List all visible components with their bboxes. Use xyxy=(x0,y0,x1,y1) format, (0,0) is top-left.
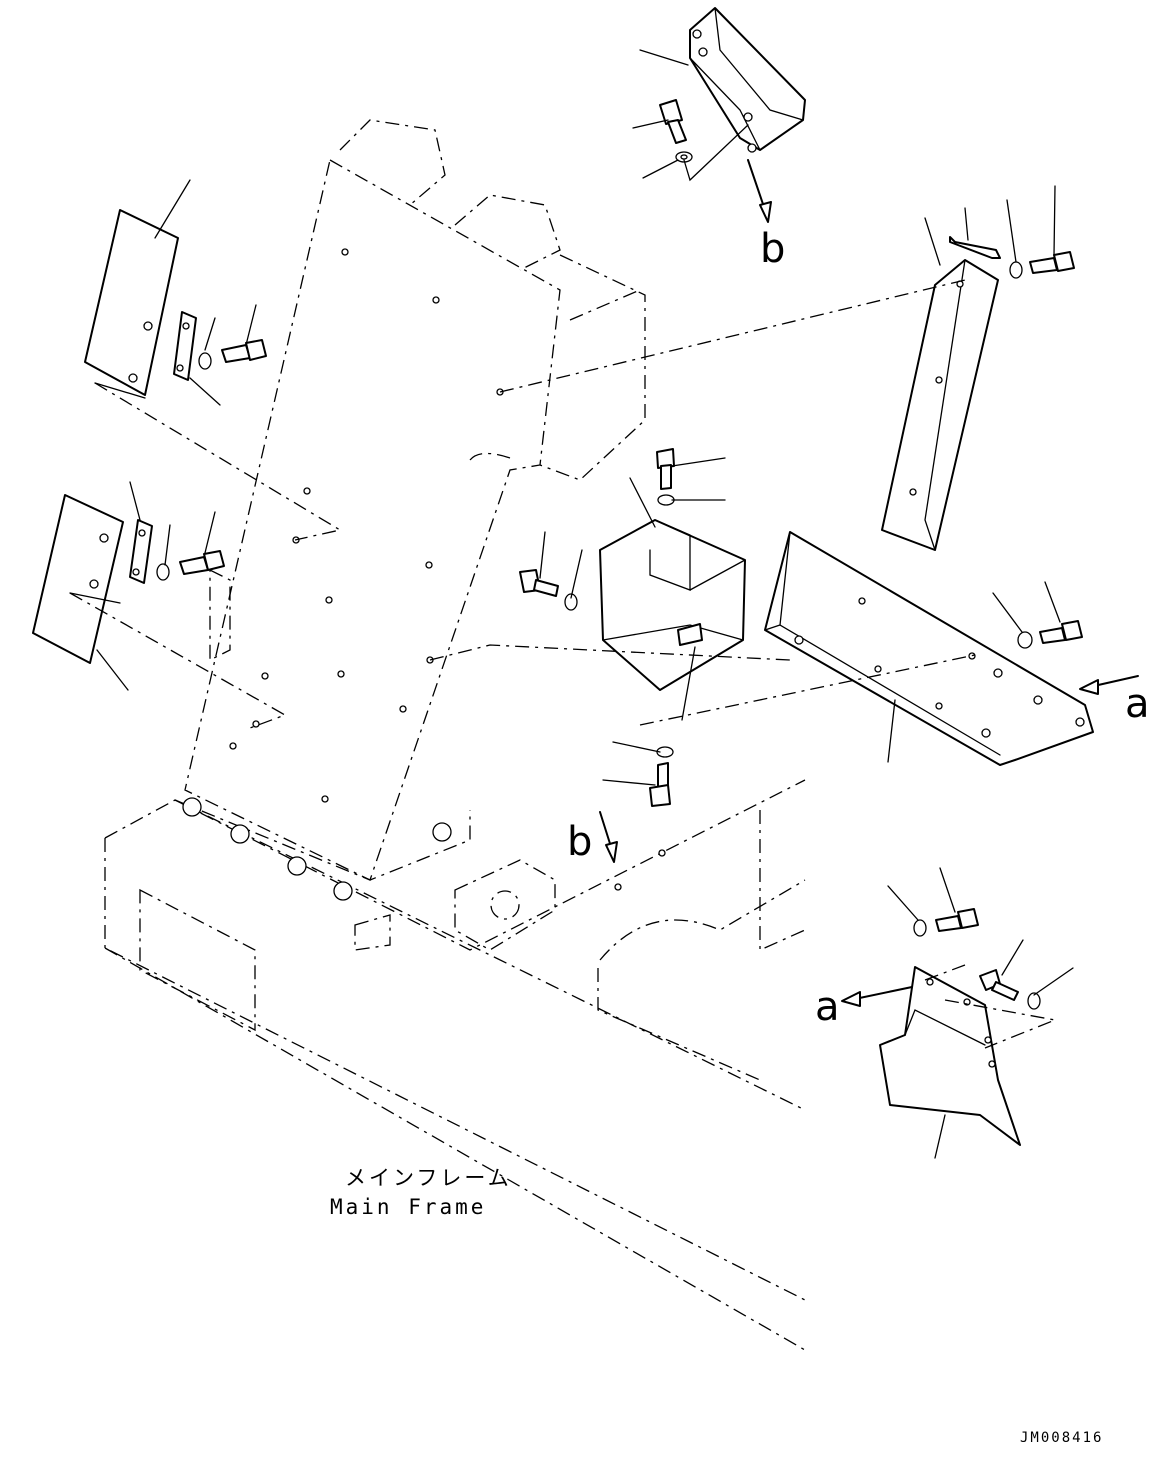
right-tray-arrow-head xyxy=(1079,679,1099,695)
ref-letter-a-right: a xyxy=(1125,681,1150,727)
frame-b-arrow-head xyxy=(605,841,618,863)
center-cover-bolt-left xyxy=(519,569,578,611)
drawing-code: JM008416 xyxy=(1020,1430,1103,1446)
lower-cover-bolt-top xyxy=(913,908,979,937)
center-cover-bolt-bottom xyxy=(649,746,674,807)
main-frame-phantom xyxy=(104,779,806,1351)
leader-lines xyxy=(69,49,1074,1159)
ref-letter-a-lower: a xyxy=(815,984,840,1030)
right-channel-bolt xyxy=(1009,251,1075,279)
lower-right-cover xyxy=(879,966,1021,1146)
right-channel-clip xyxy=(949,236,1001,259)
top-bracket xyxy=(689,7,806,153)
lower-cover-arrow-head xyxy=(841,991,861,1007)
center-box-cover xyxy=(599,519,746,691)
lower-cover-bolt-right xyxy=(979,969,1041,1010)
right-long-tray xyxy=(764,531,1094,766)
top-bracket-arrow-head xyxy=(759,201,772,223)
left-lower-plate xyxy=(32,494,225,664)
column-holes xyxy=(229,248,666,891)
tower-column-phantom xyxy=(174,119,646,881)
main-frame-label-en: Main Frame xyxy=(330,1195,486,1219)
mounting-phantom-lines xyxy=(69,279,1058,1049)
right-tray-bolt xyxy=(1017,620,1083,649)
ref-letter-b-frame: b xyxy=(567,819,592,865)
ref-letter-b-top: b xyxy=(760,226,785,272)
frame-base-bolts xyxy=(182,797,452,901)
main-frame-label-jp: メインフレーム xyxy=(345,1166,512,1190)
left-upper-plate xyxy=(84,209,267,396)
right-tall-channel xyxy=(881,259,999,551)
top-bracket-bolt xyxy=(659,99,693,163)
top-bracket-arrow xyxy=(747,159,766,211)
center-cover-bolt-top xyxy=(656,448,675,506)
